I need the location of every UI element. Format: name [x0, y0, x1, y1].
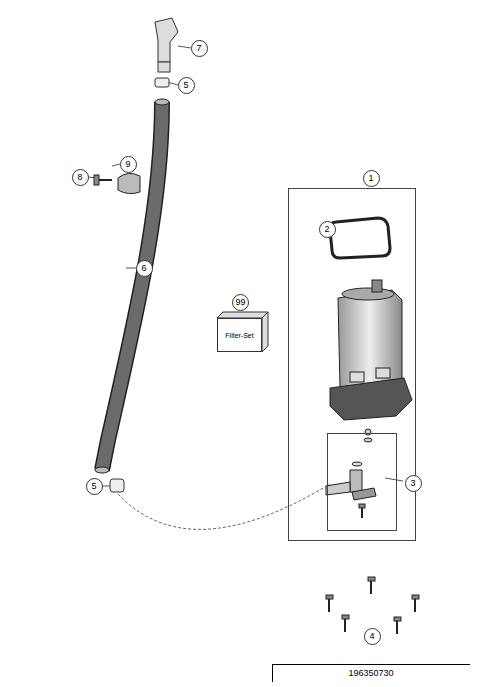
callout-number: 6	[136, 260, 153, 277]
pump-fitting	[326, 462, 376, 518]
kit-box: 99Filter-Set	[217, 318, 262, 352]
callout-number: 3	[405, 475, 422, 492]
callout-number: 1	[363, 170, 380, 187]
drawing-number: 196350730	[272, 664, 470, 682]
fuel-hose	[102, 102, 162, 470]
part-text: Filter-Set	[225, 332, 253, 339]
fuel-pump	[330, 280, 412, 442]
callout-number: 4	[364, 628, 381, 645]
callout-number: 8	[72, 169, 89, 186]
callout-number: 7	[191, 40, 208, 57]
part-text: 196350730	[348, 668, 393, 678]
screw-set	[326, 577, 419, 634]
callout-number: 5	[86, 478, 103, 495]
hose-clamp	[94, 173, 140, 193]
callout-number: 99	[232, 294, 249, 311]
dashed-leader	[118, 484, 330, 529]
o-ring	[155, 78, 169, 87]
elbow-fitting	[155, 18, 178, 72]
box-shade	[217, 312, 268, 352]
group-box: 3	[327, 433, 397, 531]
gasket	[330, 218, 390, 258]
group-box: 13	[288, 188, 416, 541]
callout-number: 2	[319, 221, 336, 238]
o-ring	[110, 479, 124, 492]
callout-number: 5	[178, 77, 195, 94]
callout-number: 9	[120, 156, 137, 173]
